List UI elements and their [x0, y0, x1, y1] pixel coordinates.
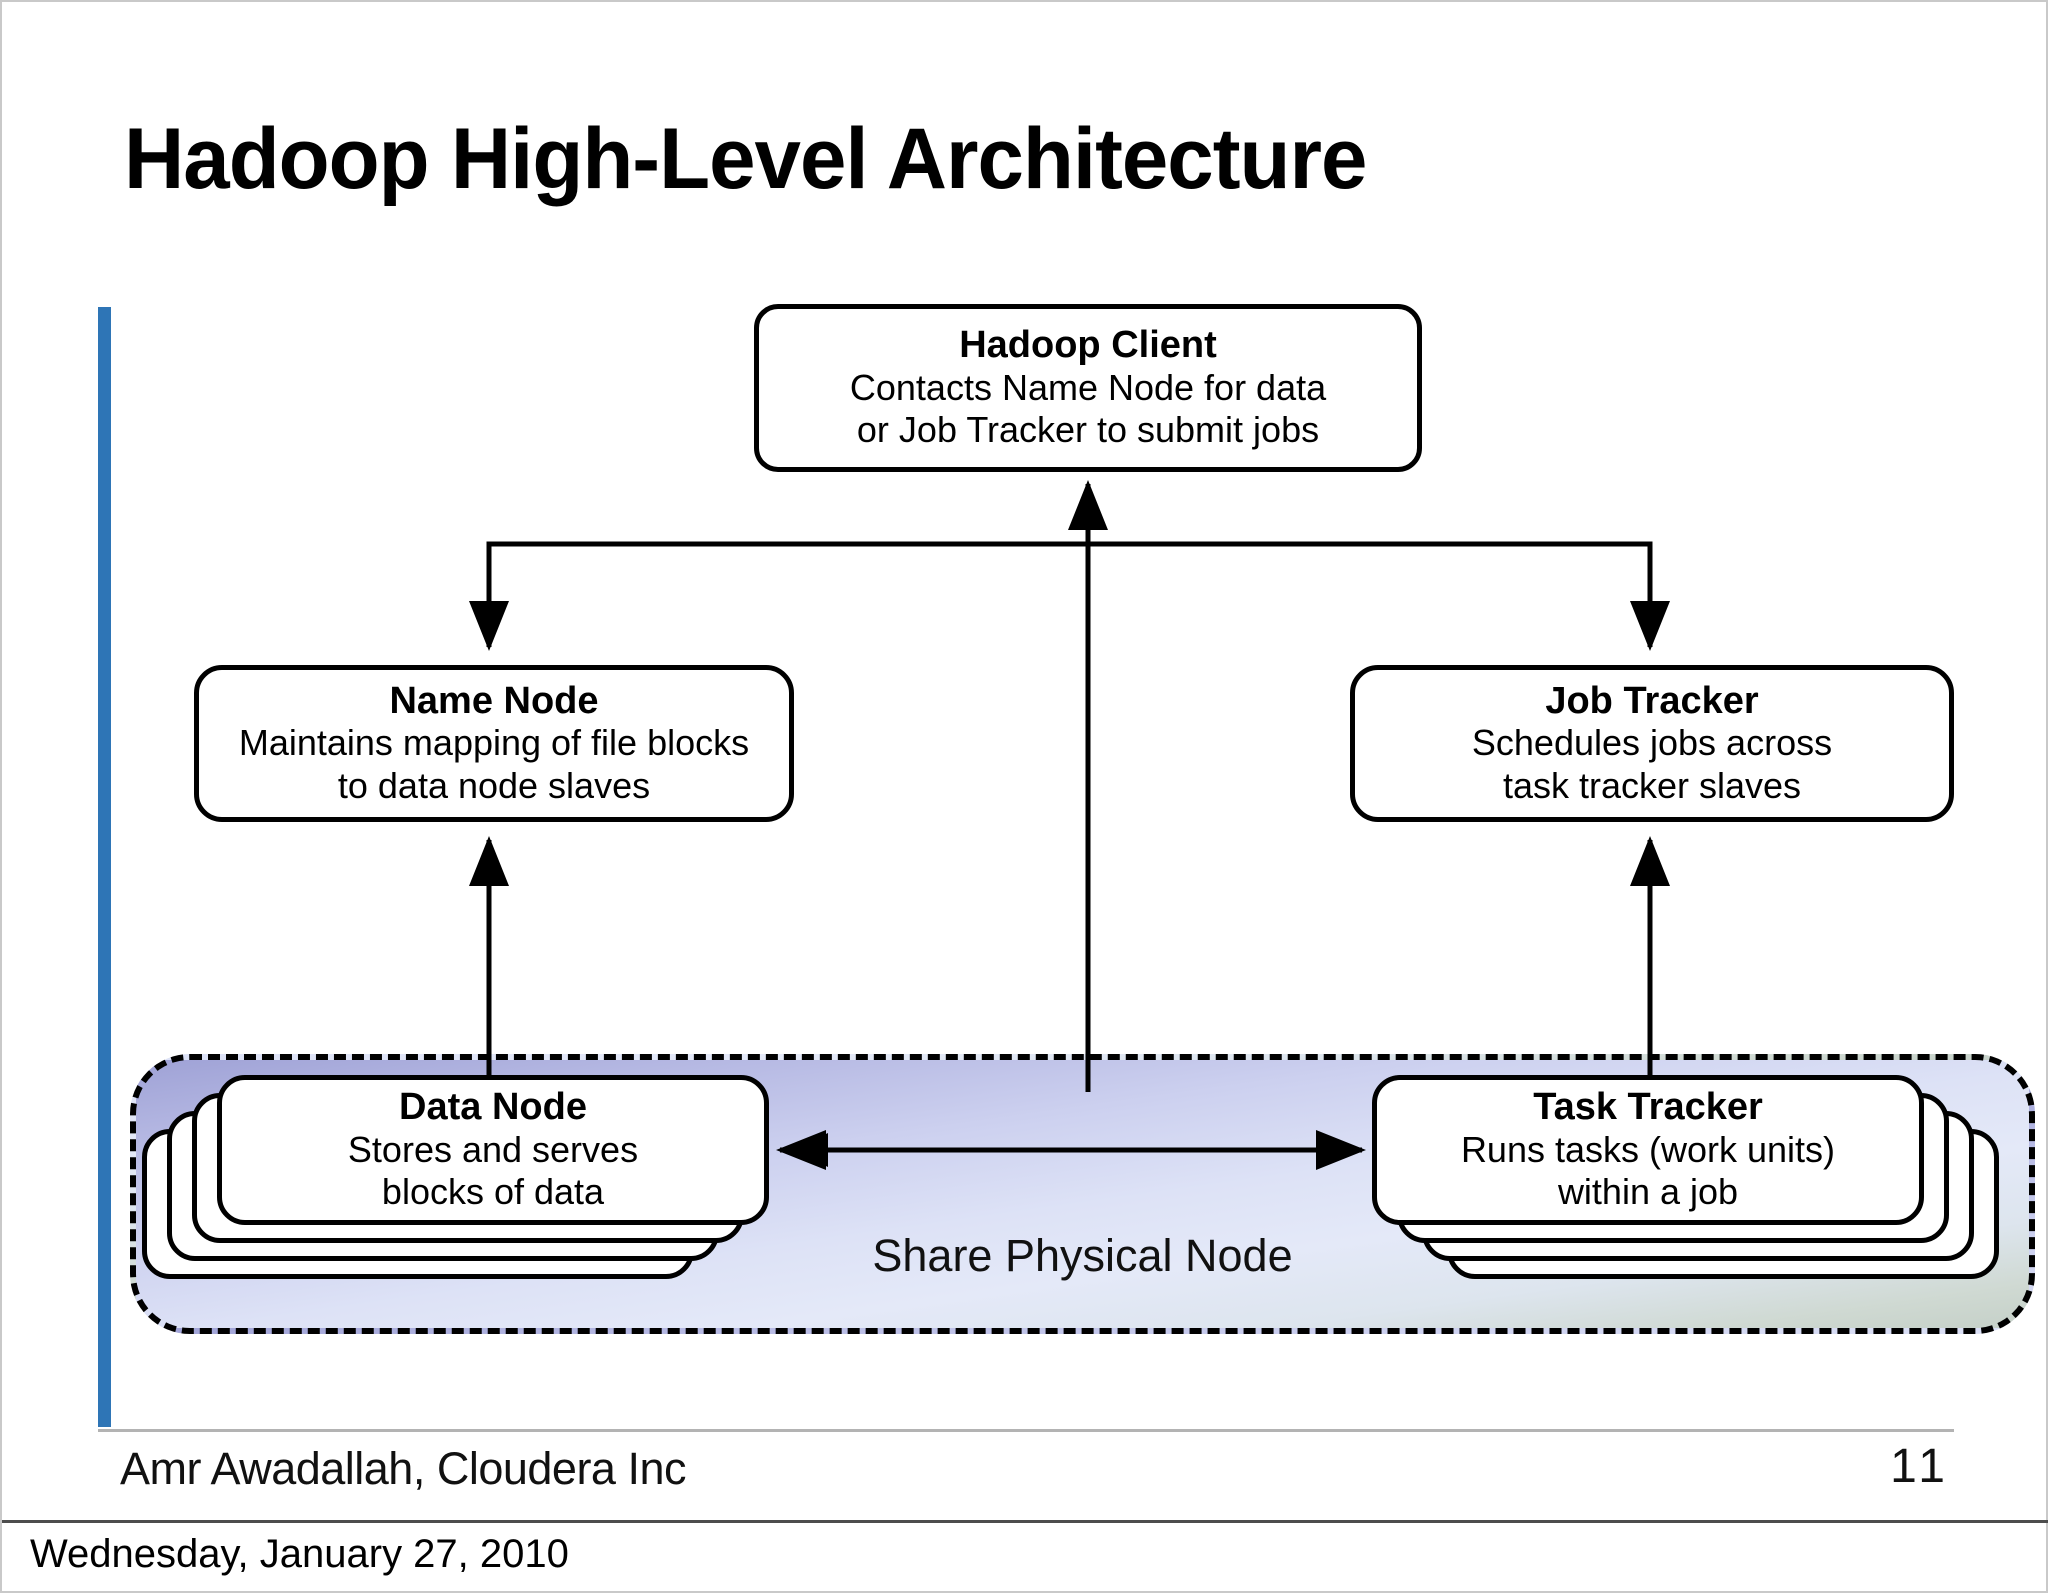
node-job-tracker-title: Job Tracker [1545, 679, 1759, 722]
bottom-divider [2, 1520, 2048, 1523]
shared-physical-node-label: Share Physical Node [872, 1230, 1293, 1281]
edge-client-to-job-tracker [1088, 541, 1670, 652]
node-hadoop-client-title: Hadoop Client [959, 324, 1217, 367]
node-data-node[interactable]: Data Node Stores and serves blocks of da… [217, 1075, 769, 1225]
footer-divider [98, 1429, 1954, 1432]
node-job-tracker-line1: Schedules jobs across [1471, 722, 1833, 764]
node-hadoop-client-line1: Contacts Name Node for data [849, 366, 1327, 408]
node-name-node-line1: Maintains mapping of file blocks [238, 722, 750, 764]
node-hadoop-client-line2: or Job Tracker to submit jobs [856, 409, 1320, 451]
edge-client-to-name-node [469, 541, 1088, 652]
accent-bar [98, 307, 111, 1427]
node-hadoop-client[interactable]: Hadoop Client Contacts Name Node for dat… [754, 304, 1422, 472]
node-task-tracker[interactable]: Task Tracker Runs tasks (work units) wit… [1372, 1075, 1924, 1225]
node-name-node[interactable]: Name Node Maintains mapping of file bloc… [194, 665, 794, 822]
node-job-tracker[interactable]: Job Tracker Schedules jobs across task t… [1350, 665, 1954, 822]
node-task-tracker-line1: Runs tasks (work units) [1460, 1128, 1836, 1170]
node-data-node-title: Data Node [399, 1086, 587, 1129]
node-data-node-line1: Stores and serves [347, 1128, 639, 1170]
node-data-node-line2: blocks of data [381, 1171, 605, 1213]
node-job-tracker-line2: task tracker slaves [1502, 764, 1802, 806]
node-task-tracker-title: Task Tracker [1533, 1086, 1763, 1129]
node-name-node-line2: to data node slaves [337, 764, 651, 806]
footer-author: Amr Awadallah, Cloudera Inc [120, 1443, 687, 1494]
node-task-tracker-line2: within a job [1557, 1171, 1739, 1213]
slide-date: Wednesday, January 27, 2010 [30, 1532, 569, 1576]
node-name-node-title: Name Node [389, 679, 599, 722]
page-number: 11 [1890, 1440, 1950, 1493]
page-title: Hadoop High-Level Architecture [124, 111, 1367, 207]
